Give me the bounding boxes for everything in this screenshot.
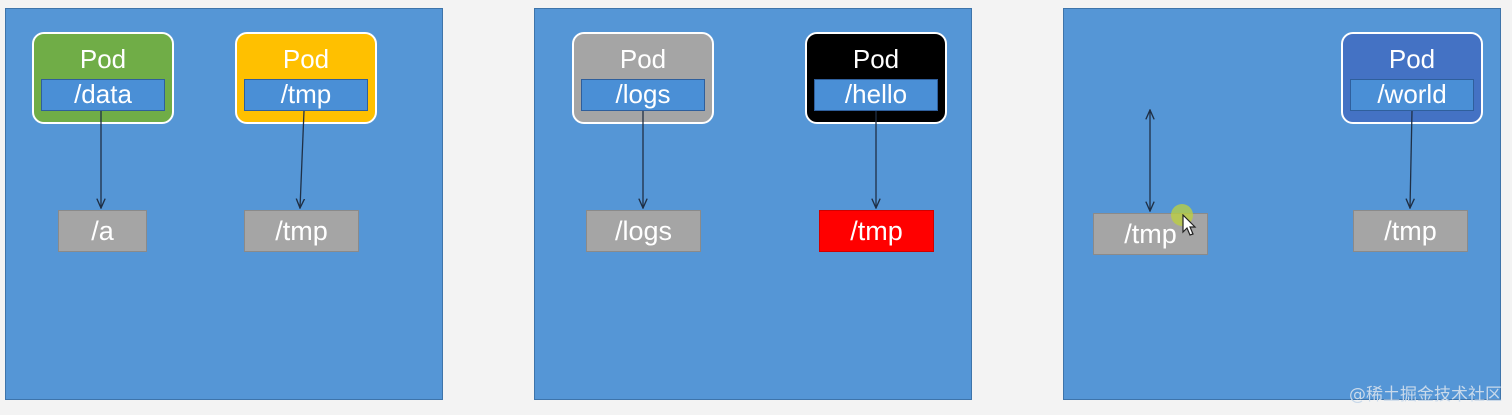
watermark: @稀土掘金技术社区 [1349, 385, 1502, 405]
node-panel-2: Pod /logs Pod /hello /logs /tmp [534, 8, 972, 400]
pod-title: Pod [282, 44, 330, 74]
host-path-tmp: /tmp [244, 210, 359, 252]
pod-mount-path: /logs [581, 79, 705, 111]
pod-data: Pod /data [32, 32, 174, 124]
pod-title: Pod [1388, 44, 1436, 74]
pod-title: Pod [852, 44, 900, 74]
pod-tmp: Pod /tmp [235, 32, 377, 124]
node-panel-1: Pod /data Pod /tmp /a /tmp [5, 8, 443, 400]
pod-mount-path: /hello [814, 79, 938, 111]
pod-hello: Pod /hello [805, 32, 947, 124]
pod-mount-path: /tmp [244, 79, 368, 111]
pod-world: Pod /world [1341, 32, 1483, 124]
host-path-a: /a [58, 210, 147, 252]
mouse-pointer-icon [1182, 214, 1197, 236]
host-path-tmp-right: /tmp [1353, 210, 1468, 252]
pod-title: Pod [619, 44, 667, 74]
pod-logs: Pod /logs [572, 32, 714, 124]
host-path-tmp-highlight: /tmp [819, 210, 934, 252]
node-panel-3: Pod /world /tmp /tmp [1063, 8, 1501, 400]
pod-mount-path: /world [1350, 79, 1474, 111]
pod-title: Pod [79, 44, 127, 74]
host-path-logs: /logs [586, 210, 701, 252]
pod-mount-path: /data [41, 79, 165, 111]
